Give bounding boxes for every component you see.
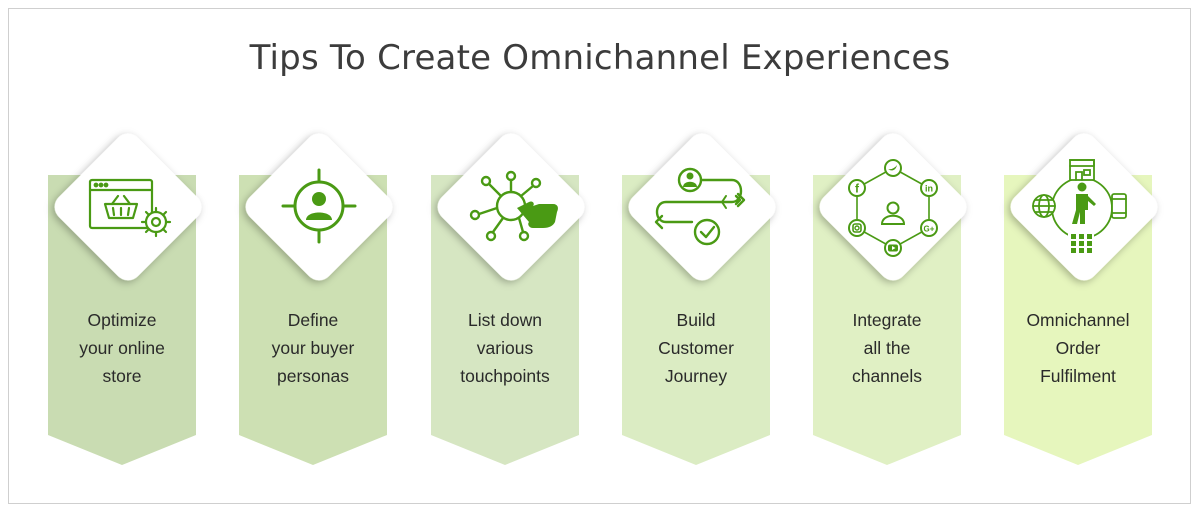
step-diamond <box>40 119 216 295</box>
step-diamond <box>614 119 790 295</box>
step-define-buyer-personas: Define your buyer personas <box>231 0 411 514</box>
customer-journey-icon <box>652 166 752 255</box>
step-label: Integrate all the channels <box>851 310 923 386</box>
step-label: Omnichannel Order Fulfilment <box>1026 310 1130 386</box>
step-omnichannel-order-fulfilment: Omnichannel Order Fulfilment <box>996 0 1176 514</box>
step-label: Build Customer Journey <box>658 310 734 386</box>
step-label: List down various touchpoints <box>460 310 550 386</box>
online-store-icon <box>88 178 174 245</box>
step-integrate-channels: Integrate all the channels in G+ f <box>805 0 985 514</box>
step-label: Optimize your online store <box>79 310 165 386</box>
svg-text:f: f <box>855 182 860 196</box>
social-channels-icon: in G+ f <box>845 158 941 263</box>
order-fulfilment-icon <box>1030 154 1134 263</box>
buyer-persona-target-icon <box>281 168 357 249</box>
page-title: Tips To Create Omnichannel Experiences <box>249 38 951 78</box>
step-build-customer-journey: Build Customer Journey <box>614 0 794 514</box>
svg-text:G+: G+ <box>924 225 935 234</box>
step-diamond <box>231 119 407 295</box>
step-diamond <box>805 119 981 295</box>
step-label: Define your buyer personas <box>271 310 355 386</box>
step-list-touchpoints: List down various touchpoints <box>423 0 603 514</box>
svg-text:in: in <box>925 184 933 194</box>
infographic-frame <box>8 8 1191 504</box>
step-optimize-online-store: Optimize your online store <box>40 0 220 514</box>
touchpoints-hand-icon <box>463 170 563 249</box>
step-diamond <box>423 119 599 295</box>
